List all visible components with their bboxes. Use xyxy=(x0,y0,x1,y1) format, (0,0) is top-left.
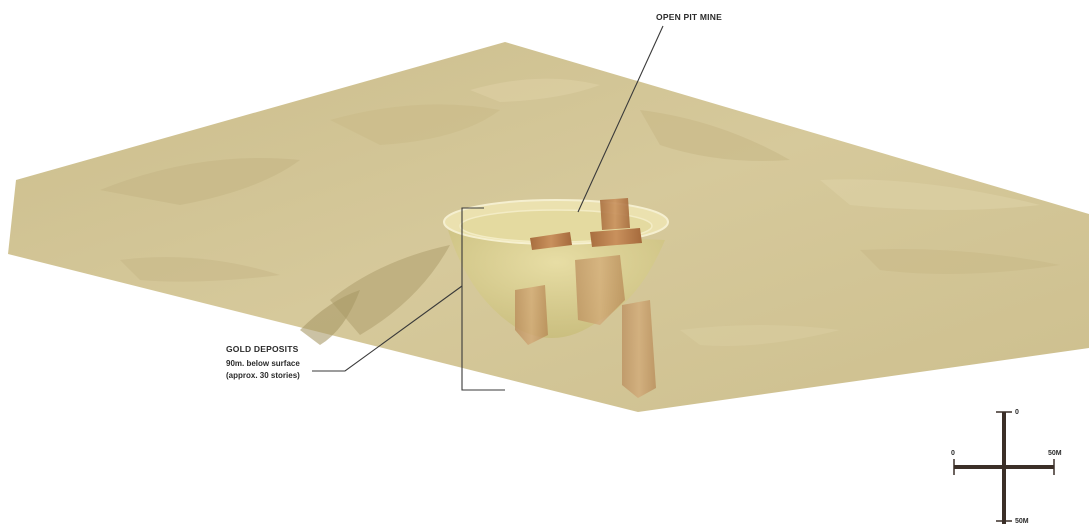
gold-deposits-title: GOLD DEPOSITS xyxy=(226,344,299,354)
scale-cross: 0 0 50M 50M xyxy=(951,409,1062,525)
gold-deposits-depth: 90m. below surface xyxy=(226,359,300,368)
scale-top-label: 0 xyxy=(1015,409,1019,416)
scale-right-label: 50M xyxy=(1048,450,1062,457)
gold-deposits-stories: (approx. 30 stories) xyxy=(226,371,300,380)
scale-bottom-label: 50M xyxy=(1015,518,1029,525)
open-pit-label: OPEN PIT MINE xyxy=(656,12,722,22)
scale-left-label: 0 xyxy=(951,450,955,457)
